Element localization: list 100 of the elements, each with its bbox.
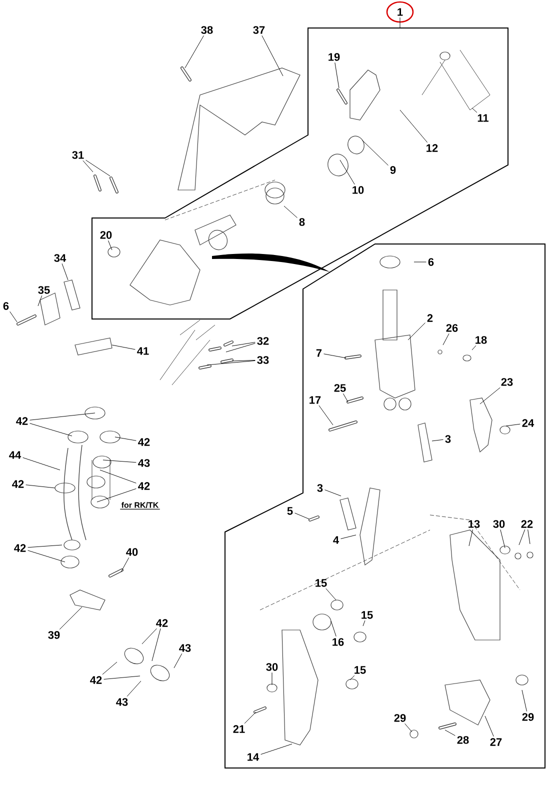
- leader-line: [30, 412, 96, 420]
- leader-line: [102, 662, 118, 675]
- callout-number: 15: [362, 611, 373, 619]
- leader-line: [22, 457, 60, 470]
- callout-number: 15: [316, 579, 327, 587]
- leader-line: [484, 716, 494, 737]
- leader-line: [522, 690, 527, 712]
- callout-number: 43: [179, 644, 191, 652]
- leader-line: [284, 206, 298, 218]
- leader-line: [334, 62, 340, 88]
- leader-line: [506, 424, 520, 426]
- callout-number: 44: [9, 451, 22, 459]
- leader-line: [28, 544, 62, 548]
- leader-line: [318, 405, 334, 426]
- leader-line: [26, 484, 56, 488]
- callout-number: 30: [493, 520, 505, 528]
- leader-line: [500, 529, 506, 548]
- callout-number: 13: [468, 520, 480, 528]
- leader-line: [102, 460, 136, 463]
- leader-line: [30, 423, 72, 436]
- leader-line: [10, 311, 18, 322]
- callout-number: 31: [72, 151, 84, 159]
- callout-number: 6: [3, 302, 9, 310]
- leader-line: [59, 606, 82, 630]
- callout-number: 42: [138, 438, 150, 446]
- callout-number: 28: [457, 736, 469, 744]
- leader-line: [226, 343, 256, 352]
- leader-line: [114, 436, 136, 441]
- callout-number: 42: [14, 544, 26, 552]
- callout-number: 42: [138, 482, 150, 490]
- leader-line: [152, 628, 161, 662]
- leader-line: [518, 529, 526, 546]
- leader-line: [232, 360, 256, 362]
- callout-number: 35: [38, 286, 50, 294]
- leader-line: [362, 620, 366, 626]
- callout-number: 42: [16, 417, 28, 425]
- callout-number: 8: [299, 218, 305, 226]
- leader-line: [82, 160, 94, 172]
- leader-line: [528, 529, 530, 544]
- leader-line: [260, 744, 292, 755]
- callout-number: 29: [394, 714, 406, 722]
- leader-line: [444, 730, 456, 736]
- leader-line: [232, 342, 256, 346]
- leader-line: [330, 620, 336, 637]
- leader-line: [86, 160, 110, 176]
- callout-number: 17: [310, 396, 321, 404]
- callout-number: 40: [126, 548, 138, 556]
- callout-number: 7: [316, 349, 322, 357]
- leader-line: [142, 628, 157, 644]
- leader-line: [62, 263, 68, 280]
- leader-line: [324, 354, 346, 358]
- leader-line: [340, 534, 356, 540]
- callout-number: 6: [428, 258, 434, 266]
- leader-line: [262, 35, 284, 76]
- callout-number: 25: [334, 384, 346, 392]
- leader-line: [326, 588, 336, 600]
- callout-number: 26: [446, 324, 458, 332]
- callout-number: 2: [427, 314, 433, 322]
- callout-number: 21: [233, 725, 245, 733]
- leader-line: [324, 490, 342, 496]
- leader-line: [480, 387, 500, 404]
- leader-line: [174, 653, 182, 668]
- leader-line: [28, 550, 66, 562]
- leader-line: [112, 344, 136, 350]
- callout-number: 43: [138, 459, 150, 467]
- leader-line: [362, 140, 388, 166]
- leader-line: [468, 529, 473, 546]
- callout-number: 42: [156, 619, 168, 627]
- callout-number: 41: [137, 347, 149, 355]
- callout-number: 33: [257, 356, 269, 364]
- leader-line: [184, 35, 204, 68]
- callout-number: 38: [201, 26, 213, 34]
- callout-number: 3: [445, 435, 451, 443]
- leader-line: [108, 240, 112, 250]
- leader-line: [350, 675, 355, 680]
- callout-number: 10: [352, 186, 364, 194]
- callout-number: 16: [332, 638, 344, 646]
- callout-number: 27: [490, 738, 502, 746]
- leader-line: [294, 512, 310, 520]
- leader-line: [126, 680, 142, 697]
- callout-number: 4: [333, 536, 339, 544]
- leader-line: [408, 322, 426, 340]
- leader-line: [340, 160, 355, 185]
- leader-line: [38, 295, 42, 306]
- leader-line: [104, 676, 140, 680]
- leader-line: [244, 712, 256, 724]
- callout-number: 42: [90, 676, 102, 684]
- callout-number: 14: [248, 753, 260, 761]
- leader-line: [400, 110, 428, 143]
- leader-line: [404, 723, 412, 732]
- leader-line: [442, 333, 450, 346]
- leader-line: [100, 470, 136, 484]
- callout-number: 23: [501, 378, 513, 386]
- leader-line: [206, 360, 256, 366]
- callout-number: 29: [522, 713, 534, 721]
- callout-number: 34: [54, 254, 66, 262]
- callout-number: 3: [317, 484, 323, 492]
- callout-number: 30: [266, 663, 278, 671]
- callout-number: 39: [48, 631, 60, 639]
- callout-number: 37: [253, 26, 265, 34]
